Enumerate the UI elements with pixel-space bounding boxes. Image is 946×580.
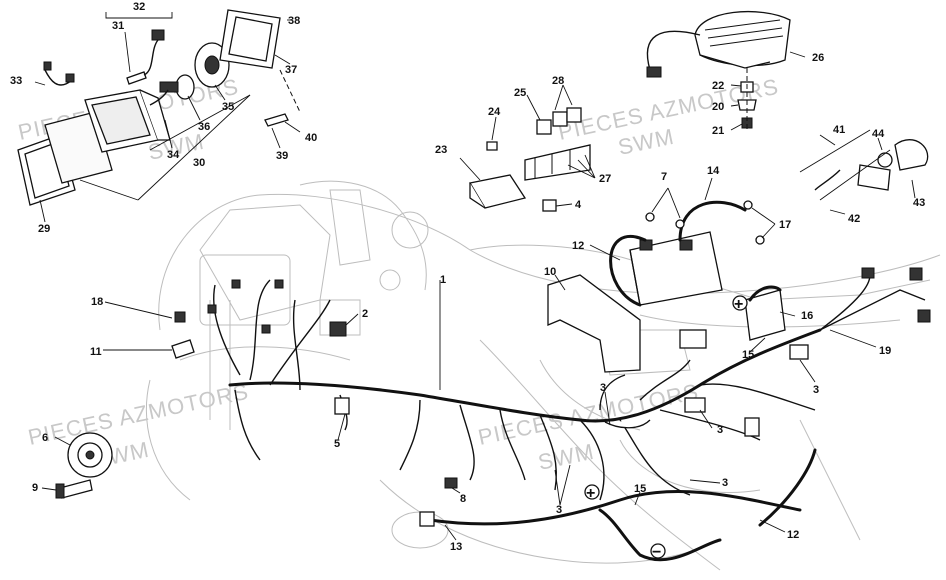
callout-label: 13 <box>450 541 462 553</box>
callout-label: 18 <box>91 296 103 308</box>
callout-label: 33 <box>10 75 22 87</box>
callout-label: 27 <box>599 173 611 185</box>
callout-label: 20 <box>712 101 724 113</box>
plus-symbol-ring <box>584 484 600 500</box>
callout-label: 16 <box>801 310 813 322</box>
tail-light-group <box>646 10 791 130</box>
callout-label: 42 <box>848 213 860 225</box>
watermark-line: SWM <box>536 439 597 475</box>
battery-group <box>547 129 929 373</box>
plus-symbol-ring <box>732 295 748 311</box>
headlight-group <box>17 9 301 206</box>
callout-label: 41 <box>833 124 845 136</box>
callout-label: 40 <box>305 132 317 144</box>
callout-label: 35 <box>222 101 234 113</box>
callout-label: 37 <box>285 64 297 76</box>
callout-label: 7 <box>661 171 667 183</box>
plus-symbol: + <box>586 485 595 502</box>
callout-label: 36 <box>198 121 210 133</box>
callout-label: 1 <box>440 274 446 286</box>
callout-label: 2 <box>362 308 368 320</box>
callout-label: 3 <box>813 384 819 396</box>
callout-label: 11 <box>90 346 102 358</box>
callout-label: 9 <box>32 482 38 494</box>
callout-label: 15 <box>742 349 754 361</box>
callout-label: 44 <box>872 128 885 140</box>
callout-label: 24 <box>488 106 501 118</box>
callout-label: 32 <box>133 1 145 13</box>
callout-label: 12 <box>572 240 584 252</box>
callout-label: 39 <box>276 150 288 162</box>
callout-label: 3 <box>717 424 723 436</box>
minus-symbol-ring <box>650 543 666 559</box>
callout-label: 17 <box>779 219 791 231</box>
callout-label: 28 <box>552 75 564 87</box>
callout-label: 4 <box>575 199 582 211</box>
callout-label: 19 <box>879 345 891 357</box>
callout-label: 15 <box>634 483 646 495</box>
callout-label: 38 <box>288 15 300 27</box>
plus-symbol: + <box>734 296 743 313</box>
callout-label: 22 <box>712 80 724 92</box>
callout-label: 23 <box>435 144 447 156</box>
callout-label: 14 <box>707 165 720 177</box>
callout-label: 10 <box>544 266 556 278</box>
callout-label: 6 <box>42 432 48 444</box>
callout-label: 21 <box>712 125 724 137</box>
callout-label: 5 <box>334 438 340 450</box>
callout-label: 8 <box>460 493 466 505</box>
minus-symbol: − <box>652 544 661 561</box>
motorcycle-frame-ghost <box>145 180 941 571</box>
callout-label: 3 <box>600 382 606 394</box>
callout-label: 3 <box>556 504 562 516</box>
main-harness <box>171 267 931 562</box>
callout-label: 34 <box>167 149 180 161</box>
callout-label: 25 <box>514 87 526 99</box>
callout-label: 12 <box>787 529 799 541</box>
leader-lines <box>34 19 916 541</box>
relay-group <box>468 107 591 212</box>
callout-label: 31 <box>112 20 124 32</box>
callout-label: 3 <box>722 477 728 489</box>
callout-label: 26 <box>812 52 824 64</box>
callouts: 32 31 38 33 37 35 36 34 30 40 39 29 26 2… <box>10 1 925 553</box>
horn-group <box>55 432 113 499</box>
callout-label: 30 <box>193 157 205 169</box>
callout-label: 43 <box>913 197 925 209</box>
callout-label: 29 <box>38 223 50 235</box>
